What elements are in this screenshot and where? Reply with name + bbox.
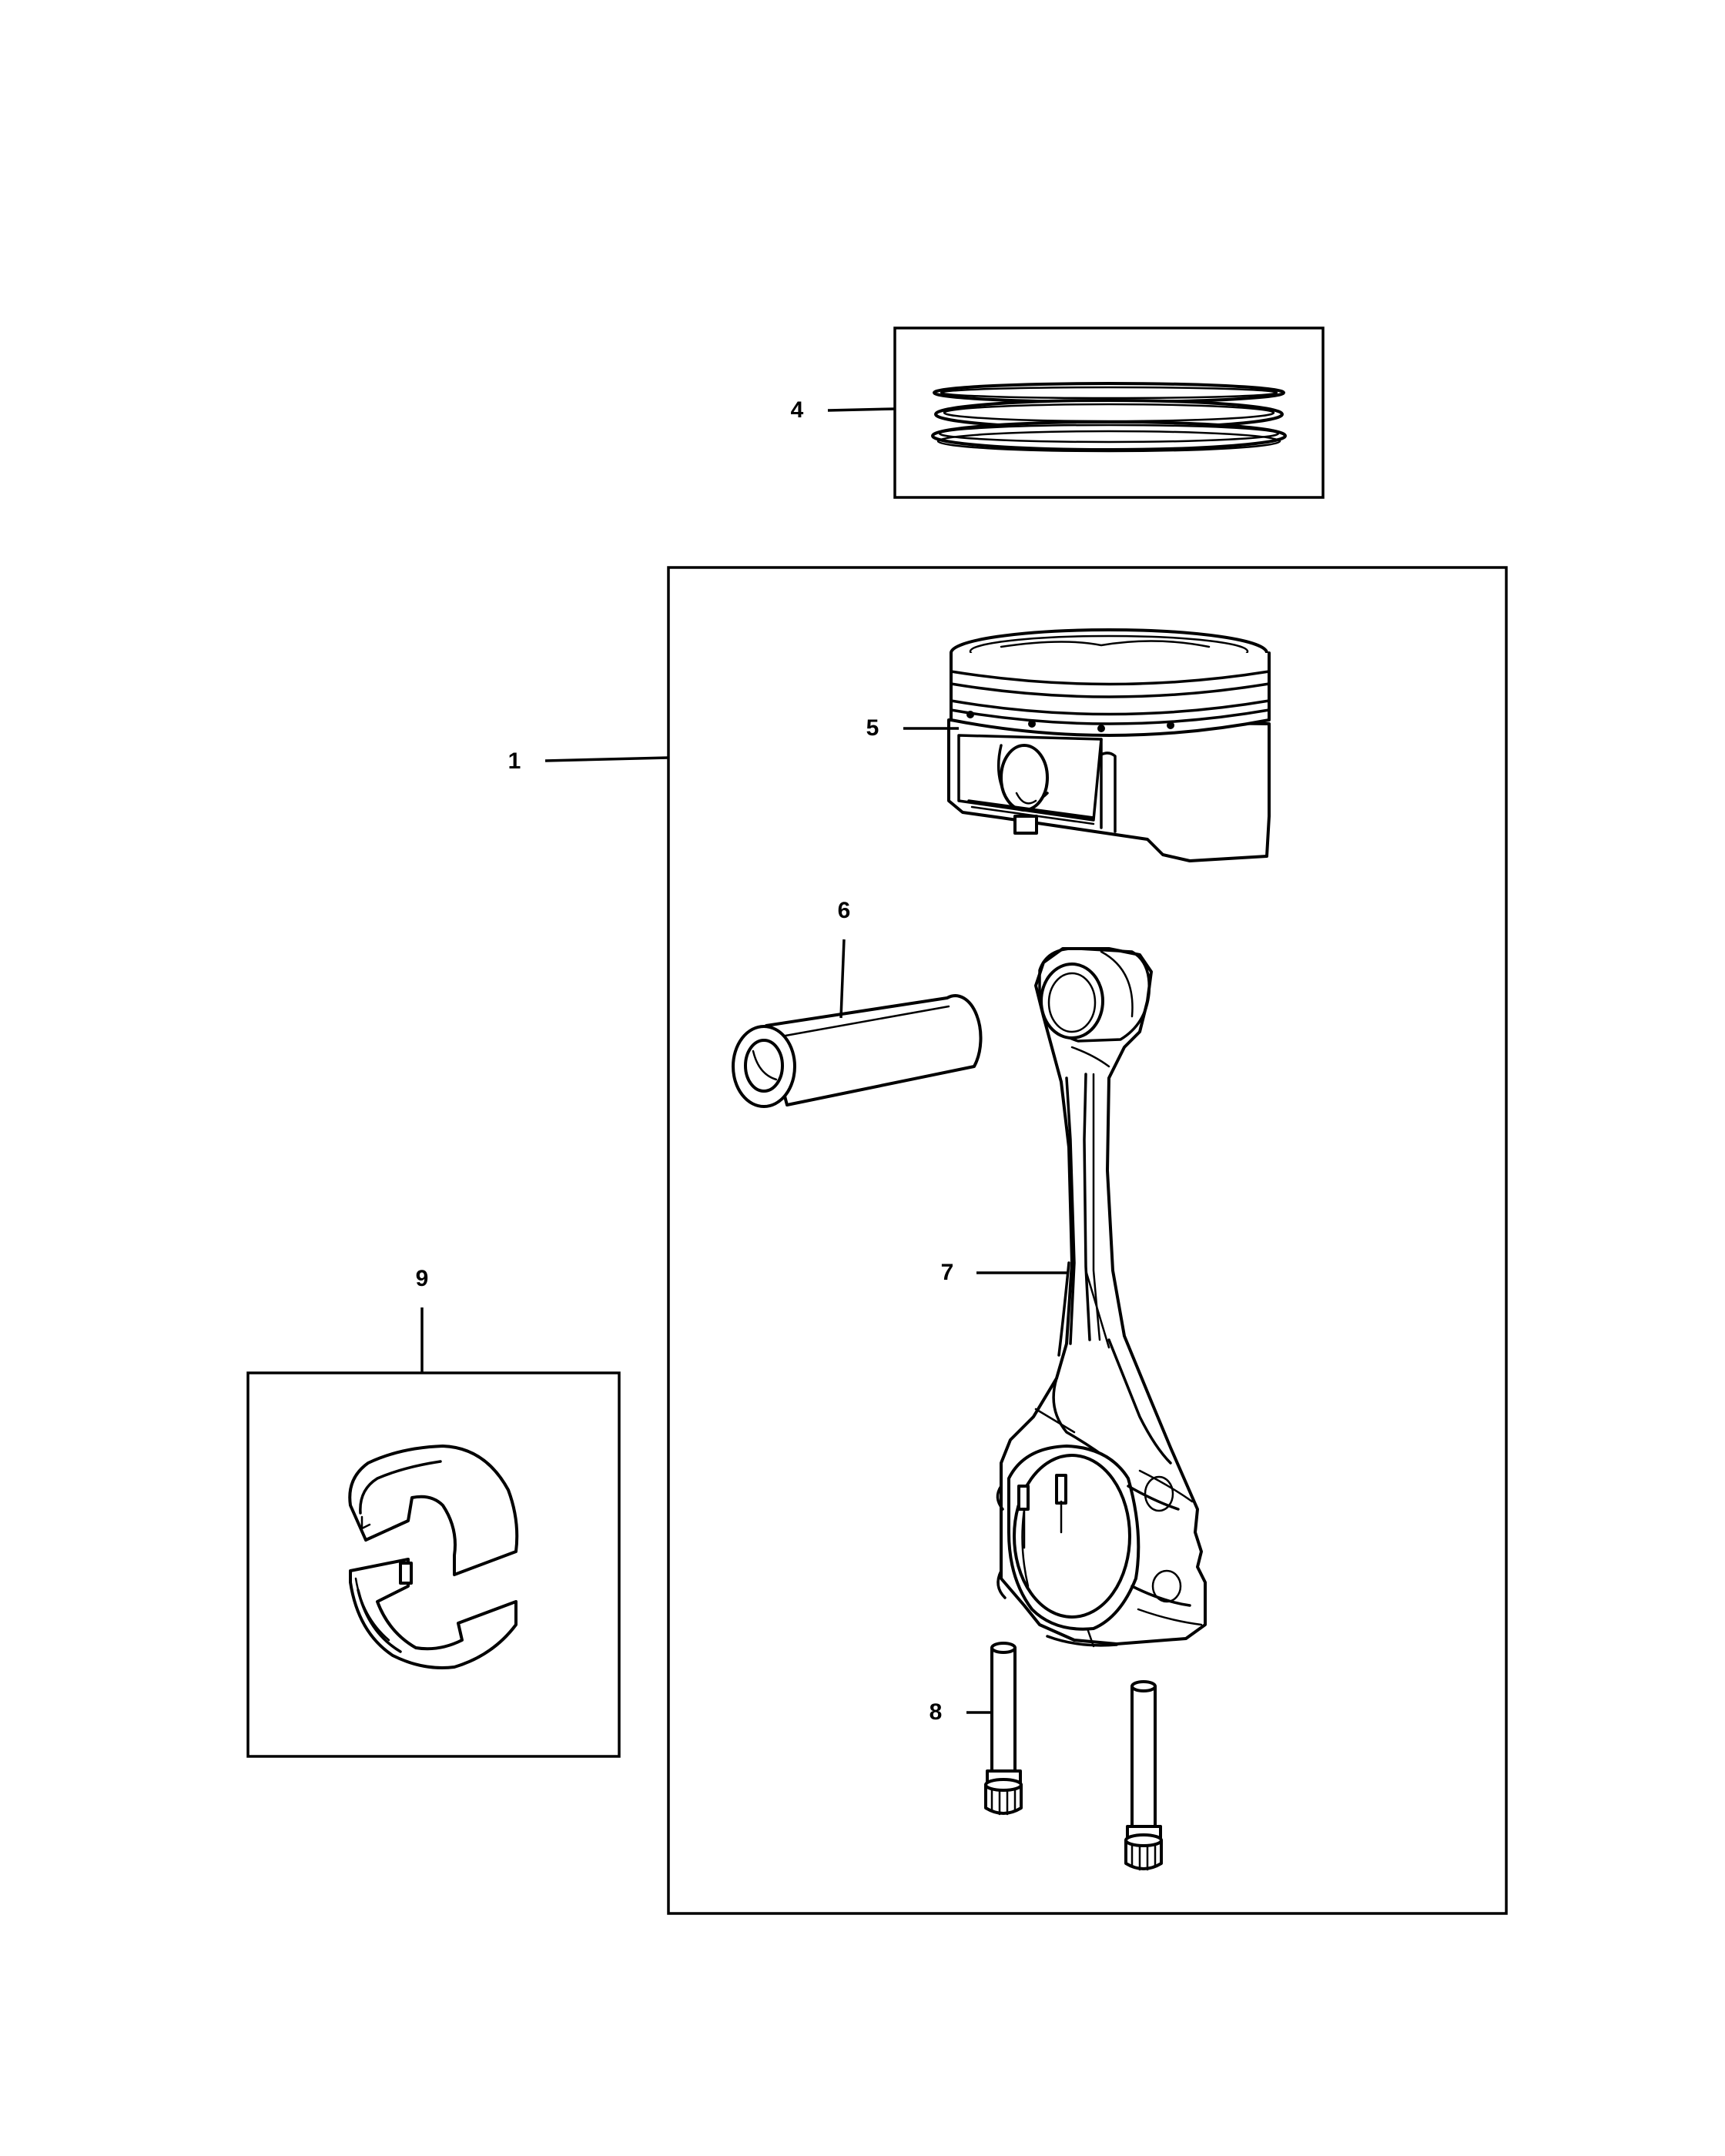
leader-line-4 [827, 407, 896, 412]
rod-bearing-frame [246, 1371, 621, 1758]
piston-rings-frame [893, 326, 1325, 499]
rod-bolt-icon [984, 1642, 1163, 1871]
callout-5: 5 [866, 715, 879, 741]
piston-rings-icon [931, 382, 1287, 453]
callout-9: 9 [416, 1266, 429, 1291]
callout-8: 8 [929, 1699, 943, 1725]
callout-7: 7 [941, 1260, 954, 1285]
piston-assembly-frame [667, 566, 1508, 1915]
leader-line-6 [839, 939, 846, 1019]
piston-icon [947, 628, 1271, 862]
callout-4: 4 [791, 397, 804, 423]
piston-pin-icon [732, 994, 983, 1108]
callout-1: 1 [508, 748, 521, 774]
rod-bearing-icon [348, 1445, 519, 1669]
callout-6: 6 [838, 898, 851, 923]
leader-line-1 [544, 756, 669, 762]
connecting-rod-icon [996, 947, 1207, 1648]
